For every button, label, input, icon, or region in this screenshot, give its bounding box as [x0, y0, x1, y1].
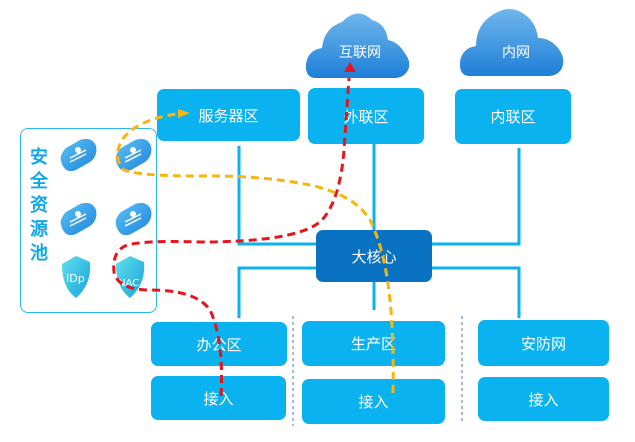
server-zone-box[interactable]: 服务器区: [157, 89, 300, 141]
cloud-firewall-icon: [60, 138, 97, 172]
cloud-intranet: [459, 9, 564, 76]
shield-label: IDp: [66, 272, 85, 285]
cloud-firewall-icon: [60, 202, 97, 236]
cloud-internet: [305, 13, 410, 78]
security-network-access-box[interactable]: 接入: [478, 377, 609, 421]
production-access-box[interactable]: 接入: [302, 379, 445, 424]
production-zone-box[interactable]: 生产区: [302, 321, 445, 366]
cloud-internet-label: 互联网: [339, 45, 381, 61]
security-network-box[interactable]: 安防网: [478, 320, 609, 366]
core-box[interactable]: 大核心: [316, 230, 432, 282]
security-pool-title: 安 全 资 源 池: [30, 147, 48, 264]
external-zone-box[interactable]: 外联区: [308, 88, 424, 144]
upper-connector-lines: [237, 144, 521, 246]
office-access-box[interactable]: 接入: [151, 376, 286, 420]
office-zone-box[interactable]: 办公区: [151, 322, 287, 366]
cloud-intranet-label: 内网: [502, 45, 530, 61]
internal-zone-box[interactable]: 内联区: [455, 89, 571, 144]
shield-icon-idp: IDp: [62, 256, 91, 298]
